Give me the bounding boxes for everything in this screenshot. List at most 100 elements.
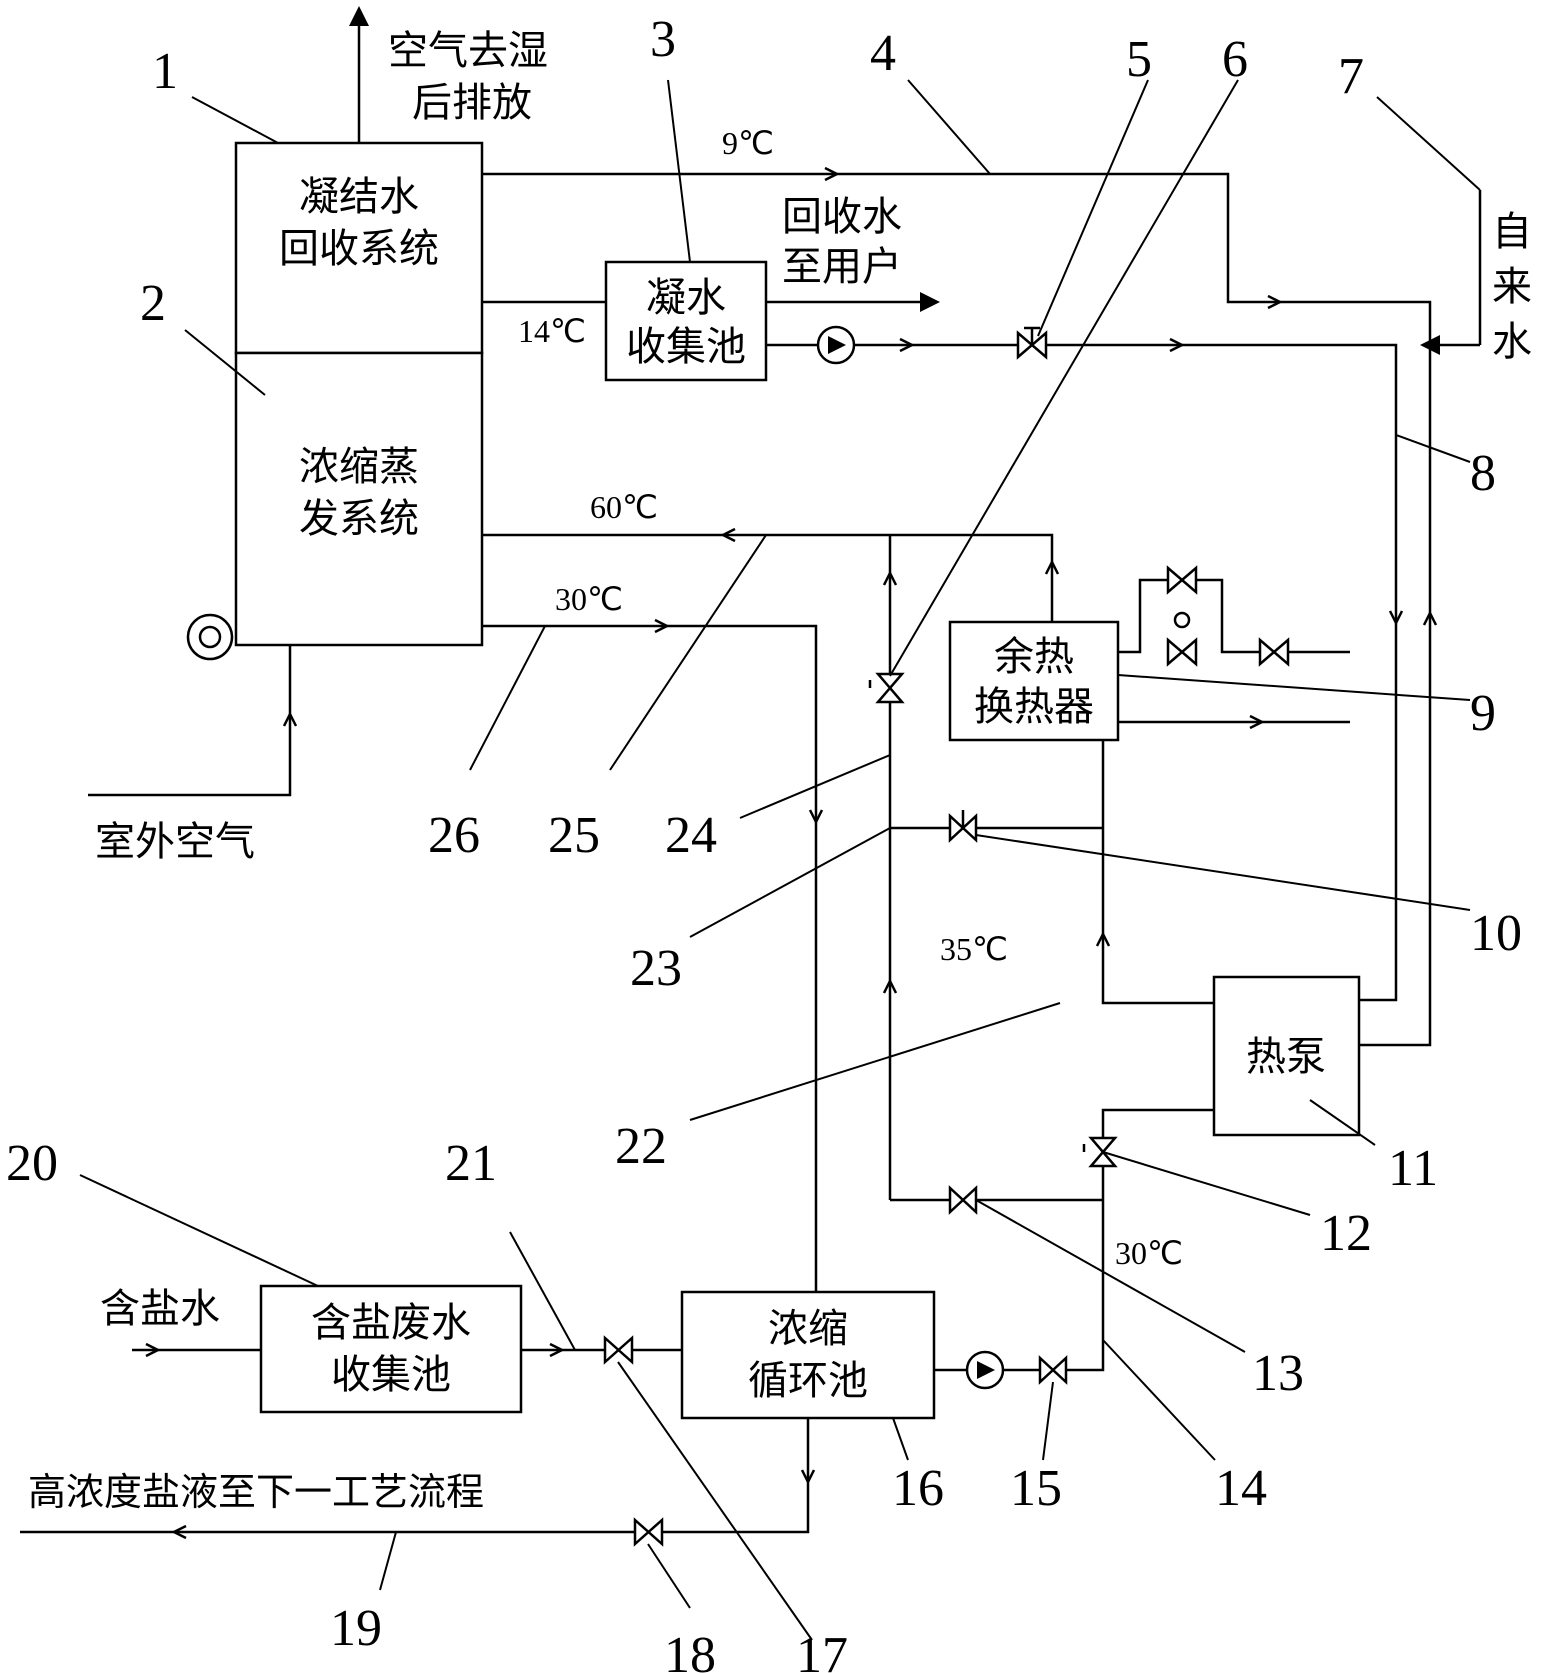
pump-to-heat-pump-pipe (766, 343, 1398, 1002)
callout-number: 11 (1388, 1140, 1438, 1197)
callout-number: 2 (140, 275, 166, 332)
valve-icon (1166, 611, 1198, 667)
pipe-8-supply (1359, 345, 1432, 1047)
block-label-line: 换热器 (974, 684, 1094, 730)
valve-icon (948, 1185, 978, 1215)
block-label-line: 含盐废水 (311, 1300, 471, 1346)
tap-water-label: 来 (1492, 264, 1532, 310)
flow-arrow (171, 1524, 187, 1540)
block-label-line: 发系统 (299, 496, 419, 542)
air-exhaust-label: 空气去湿 (388, 28, 548, 74)
block-label-line: 浓缩 (768, 1306, 848, 1352)
flow-arrow (824, 166, 840, 182)
callout-number: 6 (1222, 31, 1248, 88)
callout-number: 9 (1470, 685, 1496, 742)
callout-number: 13 (1252, 1345, 1304, 1402)
flow-arrow (549, 1342, 565, 1358)
recovered-water-label: 回收水 (782, 194, 902, 240)
block-label-line: 收集池 (626, 324, 746, 370)
waste-heat-exchanger-block: 余热 换热器 (948, 620, 1120, 742)
condensate-recovery-system-block: 凝结水 回收系统 (234, 141, 484, 355)
flow-arrow (282, 711, 298, 727)
callout-number: 1 (152, 43, 178, 100)
block-label-line: 浓缩蒸 (299, 444, 419, 490)
callout-number: 10 (1470, 905, 1522, 962)
block-label-line: 收集池 (331, 1352, 451, 1398)
callout-numbers: 1 2 3 4 5 6 7 8 9 10 11 12 13 14 15 16 1… (6, 11, 1522, 1673)
callout-leaders (79, 79, 1481, 1641)
callout-number: 17 (796, 1627, 848, 1673)
flow-arrow (899, 337, 915, 353)
pipe-19 (20, 1418, 810, 1534)
flow-arrow (800, 1469, 816, 1485)
flow-arrow (145, 1342, 161, 1358)
callout-number: 21 (445, 1135, 497, 1192)
callout-number: 25 (548, 807, 600, 864)
concentration-evaporation-system-block: 浓缩蒸 发系统 (234, 351, 484, 647)
callout-number: 26 (428, 807, 480, 864)
temperature-label: 14℃ (518, 313, 586, 349)
pipe-22 (1101, 740, 1214, 1005)
tap-water-label: 自 (1492, 209, 1532, 255)
outdoor-air-pipe (88, 645, 292, 797)
block-label-line: 循环池 (748, 1358, 868, 1404)
callout-number: 3 (650, 11, 676, 68)
flow-arrow (882, 978, 898, 994)
temperature-label: 9℃ (722, 125, 774, 161)
flow-arrow (1169, 337, 1185, 353)
temperature-label: 35℃ (940, 931, 1008, 967)
temperature-label: 60℃ (590, 489, 658, 525)
callout-number: 22 (615, 1118, 667, 1175)
valve-icon (1166, 565, 1198, 595)
valve-icon (948, 810, 978, 843)
flow-arrow (1388, 610, 1404, 626)
heat-exchanger-steam-inlet (1118, 578, 1350, 654)
pipe-60c (482, 533, 1054, 622)
valve-icon (1038, 1355, 1068, 1385)
saltwater-in-label: 含盐水 (100, 1286, 220, 1332)
callout-number: 4 (870, 25, 896, 82)
flow-arrow (654, 618, 670, 634)
callout-number: 24 (665, 807, 717, 864)
flow-arrow (882, 570, 898, 586)
block-label-line: 余热 (994, 634, 1074, 680)
valve-icon (1082, 1136, 1118, 1168)
saltwater-collection-pool-block: 含盐废水 收集池 (259, 1284, 523, 1414)
valve-icon (1258, 637, 1290, 667)
callout-number: 7 (1338, 48, 1364, 105)
concentration-circulation-pool-block: 浓缩 循环池 (680, 1290, 936, 1420)
high-conc-out-label: 高浓度盐液至下一工艺流程 (28, 1470, 484, 1514)
callout-number: 20 (6, 1135, 58, 1192)
condensate-collection-pool-block: 凝水 收集池 (604, 260, 768, 382)
callout-number: 16 (892, 1460, 944, 1517)
flow-arrow (1267, 294, 1283, 310)
flow-arrow (1095, 931, 1111, 947)
callout-number: 12 (1320, 1205, 1372, 1262)
valve-icon (868, 672, 905, 704)
flow-arrow (1422, 610, 1438, 626)
blower-icon (186, 613, 234, 661)
pipe-30c-top (482, 624, 818, 1292)
callout-number: 15 (1010, 1460, 1062, 1517)
callout-number: 23 (630, 940, 682, 997)
air-exhaust-label: 后排放 (412, 80, 532, 126)
temperature-label: 30℃ (555, 581, 623, 617)
tap-water-label: 水 (1492, 319, 1532, 365)
pipe-14 (934, 1108, 1214, 1372)
flow-arrow (1044, 559, 1060, 575)
callout-number: 5 (1126, 31, 1152, 88)
recovered-water-label: 至用户 (782, 244, 902, 290)
pipe-network (20, 6, 1482, 1540)
valve-icon (633, 1517, 664, 1547)
flow-arrow (1249, 714, 1265, 730)
block-label-line: 回收系统 (279, 226, 439, 272)
callout-number: 19 (330, 1600, 382, 1657)
outdoor-air-label: 室外空气 (95, 819, 255, 865)
flow-arrow (808, 809, 824, 825)
pump-icon (965, 1350, 1005, 1390)
temperature-label: 30℃ (1115, 1235, 1183, 1271)
pump-icon (816, 325, 856, 365)
flow-arrow (720, 527, 736, 543)
callout-number: 8 (1470, 445, 1496, 502)
